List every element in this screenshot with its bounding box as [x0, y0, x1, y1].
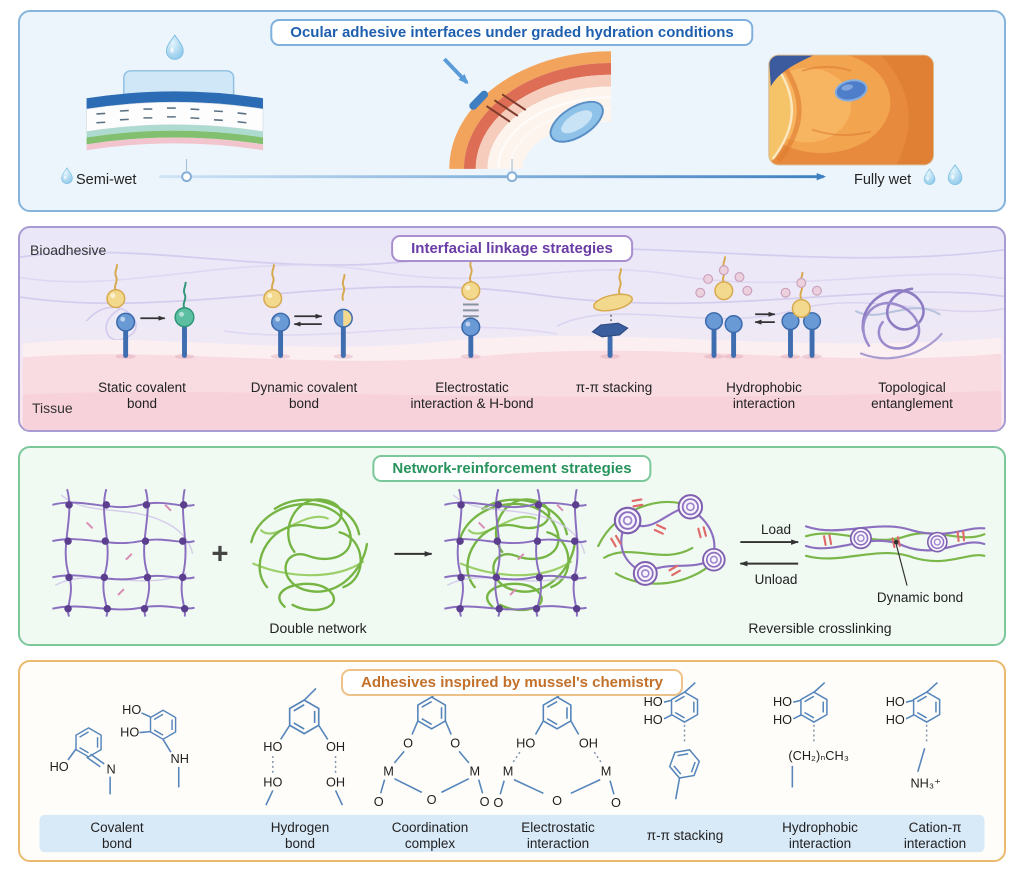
mechanism-label-static-covalent: Static covalent bond [98, 380, 186, 412]
atom-label: O [403, 735, 413, 750]
structure-hydrophobic: HO HO (CH₂)ₙCH₃ [773, 682, 849, 788]
tissue-surface [22, 336, 1002, 430]
topological-entanglement-illustration [855, 287, 943, 360]
atom-label: NH₃⁺ [910, 775, 940, 790]
atom-label: HO [644, 712, 663, 727]
electrostatic-hbond-illustration [461, 255, 481, 359]
structure-label-electrostatic: Electrostatic interaction [521, 820, 595, 852]
atom-label: M [503, 764, 514, 779]
plus-operator: + [211, 538, 228, 571]
mechanism-label-topological: Topological entanglement [871, 380, 953, 412]
mechanism-label-electrostatic-hbond: Electrostatic interaction & H-bond [410, 380, 534, 412]
atom-label: HO [50, 759, 69, 774]
atom-label: O [427, 792, 437, 807]
droplet-icon [947, 164, 963, 186]
atom-label: HO [263, 774, 282, 789]
network-reinforcement-panel: Network-reinforcement strategies [18, 446, 1006, 646]
pi-pi-stacking-illustration [591, 267, 633, 359]
atom-label: M [383, 764, 394, 779]
atom-label: OH [326, 739, 345, 754]
atom-label: OH [579, 735, 598, 750]
structure-hydrogen-bond: HO OH HO OH [263, 687, 345, 806]
atom-label: OH [326, 774, 345, 789]
atom-label: HO [122, 702, 141, 717]
bioadhesive-layer-label: Bioadhesive [30, 242, 107, 258]
atom-label: HO [773, 694, 792, 709]
semi-wet-label: Semi-wet [76, 172, 137, 188]
mussel-chemistry-title: Adhesives inspired by mussel's chemistry [340, 669, 684, 696]
structure-label-covalent: Covalent bond [90, 820, 144, 852]
structure-label-cation-pi: Cation-π interaction [903, 820, 967, 852]
structure-label-hydrophobic: Hydrophobic interaction [782, 820, 858, 852]
wet-eye-interior-illustration [768, 54, 934, 166]
mechanism-label-hydrophobic: Hydrophobic interaction [726, 380, 802, 412]
structure-label-hydrogen: Hydrogen bond [270, 820, 330, 852]
atom-label: (CH₂)ₙCH₃ [788, 748, 848, 763]
hydration-panel: Ocular adhesive interfaces under graded … [18, 10, 1006, 212]
atom-label: HO [644, 694, 663, 709]
double-network-illustration [443, 488, 588, 618]
structure-electrostatic: HO OH M M O O O [493, 685, 621, 810]
structure-covalent-bond: HO N HO HO NH [50, 702, 189, 795]
eye-cross-section-illustration [442, 51, 612, 169]
static-covalent-illustration [106, 264, 195, 359]
pointer-arrow-icon [442, 57, 469, 85]
green-network-illustration [250, 498, 369, 612]
atom-label: NH [171, 751, 189, 766]
interfacial-linkage-illustrations [20, 247, 1004, 430]
interfacial-linkage-title: Interfacial linkage strategies [391, 235, 633, 262]
dynamic-covalent-illustration [263, 264, 354, 359]
unload-label: Unload [754, 572, 798, 587]
hydrophobic-illustration [695, 256, 822, 359]
atom-label: HO [773, 712, 792, 727]
atom-label: HO [516, 735, 535, 750]
atom-label: M [601, 764, 612, 779]
atom-label: O [552, 793, 562, 808]
mussel-chemistry-panel: Adhesives inspired by mussel's chemistry [18, 660, 1006, 862]
reversible-crosslinking-label: Reversible crosslinking [748, 620, 892, 636]
droplet-icon [61, 167, 73, 184]
atom-label: HO [263, 739, 282, 754]
hydration-gradient-arrow [159, 159, 827, 183]
mechanism-label-dynamic-covalent: Dynamic covalent bond [250, 380, 358, 412]
atom-label: O [611, 795, 621, 810]
structure-cation-pi: HO HO NH₃⁺ [886, 682, 941, 790]
tissue-layer-label: Tissue [32, 400, 73, 416]
atom-label: HO [120, 724, 139, 739]
double-network-label: Double network [269, 620, 367, 636]
interfacial-linkage-panel: Interfacial linkage strategies [18, 226, 1006, 432]
droplet-icon [165, 34, 184, 60]
structure-pi-pi-stacking: HO HO [644, 682, 703, 800]
atom-label: O [480, 794, 490, 809]
chemical-structures: HO N HO HO NH HO [39, 682, 985, 853]
droplet-icon [923, 168, 936, 185]
label-band [39, 814, 985, 853]
fully-wet-label: Fully wet [854, 172, 912, 188]
network-illustrations: + [51, 488, 986, 618]
atom-label: HO [886, 712, 905, 727]
hydration-panel-title: Ocular adhesive interfaces under graded … [270, 19, 754, 46]
dynamic-bond-label: Dynamic bond [876, 590, 964, 605]
mechanism-label-pi-pi-stacking: π-π stacking [575, 380, 653, 395]
adhesive-patch-illustration [86, 70, 264, 151]
hydration-illustrations [61, 34, 963, 186]
crosslinked-relaxed-illustration [597, 494, 726, 586]
structure-label-pi-pi: π-π stacking [646, 828, 724, 843]
atom-label: N [106, 762, 115, 777]
atom-label: O [493, 795, 503, 810]
structure-label-coordination: Coordination complex [391, 820, 469, 852]
network-reinforcement-title: Network-reinforcement strategies [372, 455, 652, 482]
atom-label: HO [886, 694, 905, 709]
crosslinked-stretched-illustration [804, 525, 986, 586]
atom-label: M [469, 764, 480, 779]
single-network-illustration [51, 488, 196, 618]
load-label: Load [760, 522, 792, 537]
structure-coordination-complex: O O M M O O O [374, 685, 490, 809]
atom-label: O [374, 794, 384, 809]
atom-label: O [450, 735, 460, 750]
